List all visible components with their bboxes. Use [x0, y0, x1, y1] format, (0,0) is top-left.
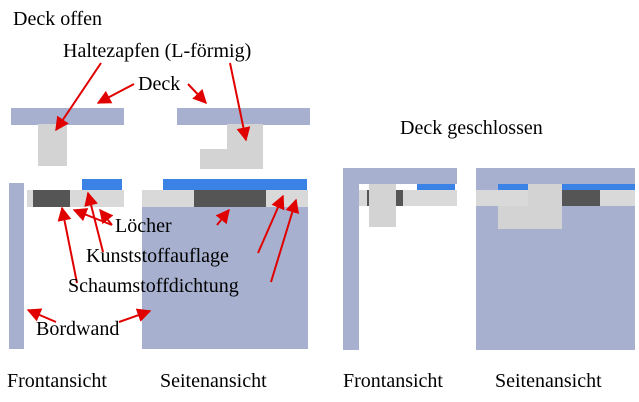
side-wall [9, 183, 24, 349]
arrow-holes-1 [99, 208, 114, 226]
side-wall [343, 170, 359, 350]
arrow-holes-3 [215, 208, 230, 226]
side-wall-label: Bordwand [36, 318, 119, 340]
deck-label: Deck [138, 73, 180, 95]
open-front-view [9, 108, 124, 349]
arrow-deck-front [96, 83, 135, 104]
annotation-arrows [26, 62, 300, 323]
side-view-open-label: Seitenansicht [160, 370, 267, 392]
pin-horizontal [498, 206, 562, 229]
plastic-pad [163, 179, 307, 190]
arrow-wall-front [26, 308, 57, 323]
plastic-pad-label: Kunststoffauflage [86, 245, 229, 267]
arrow-pin-front [55, 62, 102, 132]
deck-plate [177, 108, 310, 125]
plastic-pad [417, 184, 455, 190]
front-view-closed-label: Frontansicht [343, 370, 443, 392]
arrow-pin-side [229, 62, 251, 142]
plastic-pad [498, 184, 635, 190]
arrow-pad-front [84, 191, 104, 253]
foam-seal [562, 190, 600, 206]
closed-front-view [343, 168, 457, 350]
foam-seal [194, 190, 266, 207]
open-title: Deck offen [13, 8, 102, 30]
closed-title: Deck geschlossen [400, 117, 543, 139]
pin-horizontal [200, 149, 263, 169]
foam-seal-label: Schaumstoffdichtung [68, 275, 239, 297]
arrow-deck-side [187, 83, 207, 105]
arrow-holes-2 [72, 208, 113, 226]
closed-side-view [476, 168, 635, 350]
front-view-open-label: Frontansicht [7, 370, 107, 392]
pin-part [38, 124, 67, 166]
arrow-pad-side [257, 194, 285, 254]
arrow-foam-front [57, 206, 78, 284]
foam-seal [33, 190, 70, 207]
arrow-foam-side [270, 198, 300, 283]
plastic-pad [82, 179, 122, 190]
pin-label: Haltezapfen (L-förmig) [63, 40, 251, 62]
side-view-closed-label: Seitenansicht [495, 370, 602, 392]
deck-plate [11, 108, 124, 125]
holes-label: Löcher [115, 215, 172, 237]
arrow-wall-side [118, 308, 152, 323]
pin-part [369, 184, 396, 227]
deck-plate [343, 168, 457, 184]
